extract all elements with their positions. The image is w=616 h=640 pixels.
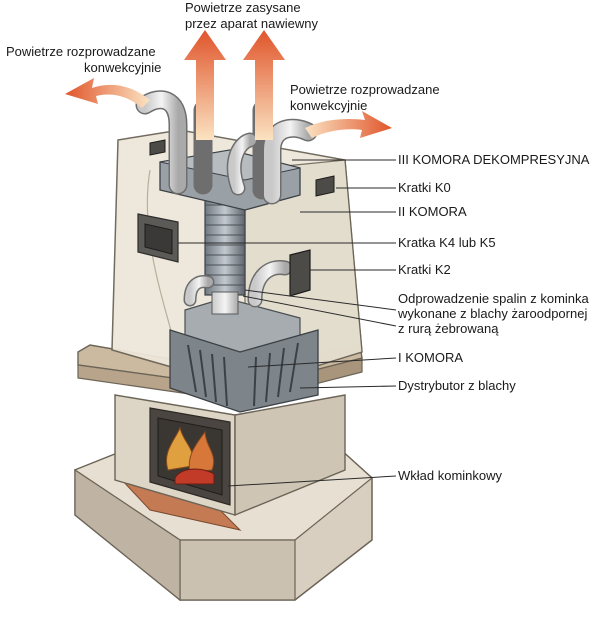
grille-k0-left	[149, 139, 166, 156]
label-kratka-k4: Kratka K4 lub K5	[398, 235, 496, 250]
air-arrow-right	[305, 111, 392, 138]
label-komora3: III KOMORA DEKOMPRESYJNA	[398, 152, 590, 167]
label-komora1: I KOMORA	[398, 350, 463, 365]
label-right-1: Powietrze rozprowadzane	[290, 82, 440, 97]
labels: Powietrze zasysane przez aparat nawiewny…	[6, 0, 590, 483]
label-dystrybutor: Dystrybutor z blachy	[398, 378, 516, 393]
label-right-2: konwekcyjnie	[290, 98, 367, 113]
grille-k4	[137, 213, 179, 263]
grille-k2	[289, 249, 311, 297]
label-odprowadzenie-1: Odprowadzenie spalin z kominka	[398, 291, 590, 306]
label-kratki-k2: Kratki K2	[398, 262, 451, 277]
air-arrow-left	[65, 78, 150, 108]
air-arrow-up-right	[243, 30, 285, 140]
stone-surround	[114, 394, 346, 517]
label-odprowadzenie-2: wykonane z blachy żaroodpornej	[397, 306, 587, 321]
label-top-center-1: Powietrze zasysane	[185, 0, 301, 15]
leader-lines	[178, 159, 397, 487]
label-odprowadzenie-3: z rurą żebrowaną	[398, 321, 499, 336]
label-wklad: Wkład kominkowy	[398, 468, 503, 483]
label-komora2: II KOMORA	[398, 204, 467, 219]
label-left-1: Powietrze rozprowadzane	[6, 44, 156, 59]
label-left-2: konwekcyjnie	[84, 60, 161, 75]
grille-k0-right	[315, 175, 335, 197]
label-top-center-2: przez aparat nawiewny	[185, 16, 318, 31]
air-arrow-up-left	[184, 30, 226, 140]
fire-flames	[166, 426, 215, 485]
label-kratki-k0: Kratki K0	[398, 180, 451, 195]
